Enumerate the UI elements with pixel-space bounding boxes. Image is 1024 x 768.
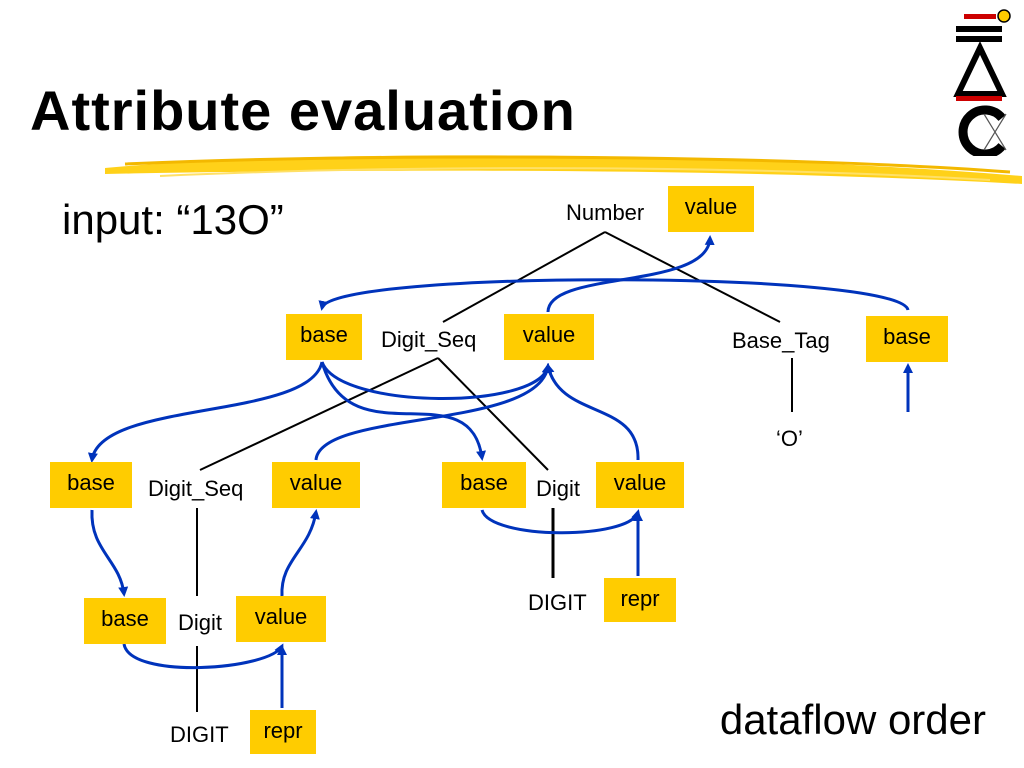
attr-left-digit-base: base <box>84 598 166 644</box>
dataflow-caption: dataflow order <box>719 696 986 743</box>
node-digit-seq-mid: Digit_Seq <box>148 476 244 501</box>
dataflow-arrows <box>87 235 913 708</box>
flow-midseq-value-to-topseq-value <box>314 363 553 461</box>
node-digit-right: Digit <box>536 476 581 501</box>
flow-basetag-to-topseq-base <box>318 278 910 311</box>
node-base-tag: Base_Tag <box>732 328 830 353</box>
logo-icon <box>953 9 1011 156</box>
node-o-literal: ‘O’ <box>776 426 803 451</box>
node-digit-left: Digit <box>178 610 223 635</box>
flow-right-base-to-right-value <box>480 509 641 535</box>
edge-digitseq-digit <box>437 357 549 471</box>
edge-number-basetag <box>604 231 781 323</box>
flow-right-value-to-topseq-value <box>544 363 640 461</box>
attr-right-digit-base: base <box>442 462 526 508</box>
edge-digitseq-digitseq <box>199 357 439 471</box>
attr-mid-seq-value: value <box>272 462 360 508</box>
node-digit-token-left: DIGIT <box>170 722 229 747</box>
flow-topseq-value-to-number <box>546 235 715 313</box>
flow-midseq-base-to-left-base <box>90 509 129 597</box>
attr-number-value: value <box>668 186 754 232</box>
attr-top-seq-value: value <box>504 314 594 360</box>
attr-right-digit-value: value <box>596 462 684 508</box>
flow-topseq-base-to-topseq-value <box>320 361 552 400</box>
flow-topseq-base-to-right-base <box>320 361 486 461</box>
flow-left-value-to-midseq-value <box>280 509 320 597</box>
attr-top-seq-base: base <box>286 314 362 360</box>
slide-title: Attribute evaluation <box>30 79 576 142</box>
flow-topseq-base-to-midseq-base <box>87 361 324 463</box>
edge-number-digitseq <box>442 231 606 323</box>
flow-left-base-to-left-value <box>122 643 284 670</box>
attr-left-repr: repr <box>250 710 316 754</box>
tree-edges <box>196 231 793 712</box>
attr-right-repr: repr <box>604 578 676 622</box>
attr-left-digit-value: value <box>236 596 326 642</box>
title-underline <box>105 155 1022 184</box>
node-digit-seq-top: Digit_Seq <box>381 327 477 352</box>
attr-base-tag-base: base <box>866 316 948 362</box>
node-number: Number <box>566 200 645 225</box>
node-digit-token-right: DIGIT <box>528 590 587 615</box>
input-label: input: “13O” <box>62 196 284 243</box>
attr-mid-seq-base: base <box>50 462 132 508</box>
